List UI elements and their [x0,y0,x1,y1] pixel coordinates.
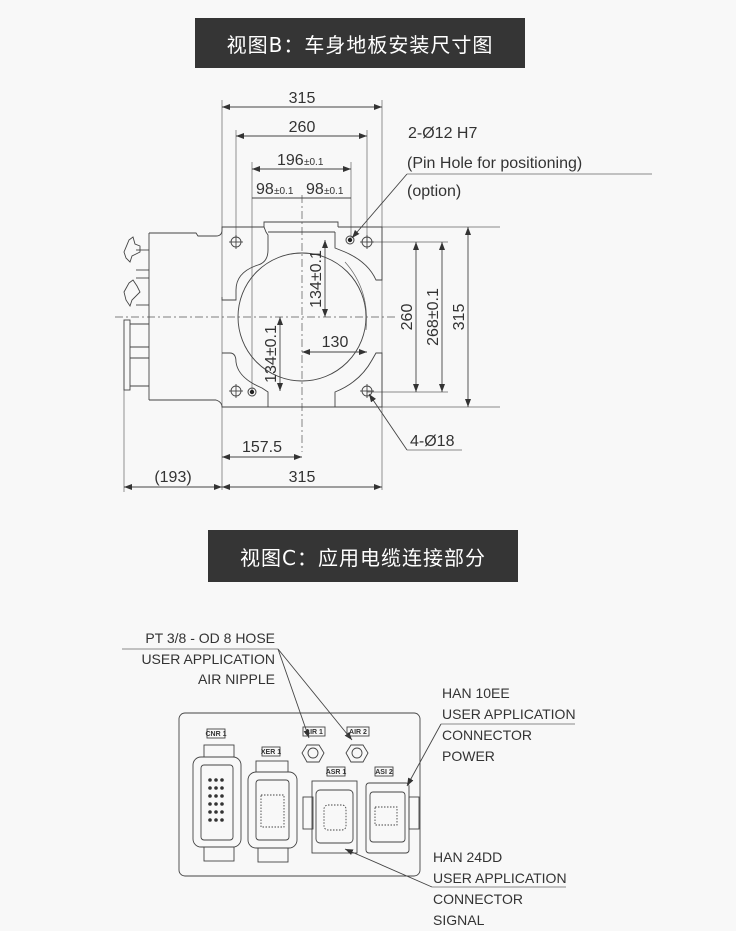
section-title-view-c: 视图C：应用电缆连接部分 [208,530,518,582]
label-asi2: ASI 2 [375,769,393,776]
pin-hole-spec: 2-Ø12 H7 [408,125,477,142]
dim-130: 130 [322,334,349,351]
section-title-view-b: 视图B：车身地板安装尺寸图 [195,18,525,68]
connector-asr1 [302,766,358,854]
dim-196-tolerance: ±0.1 [304,157,324,168]
label-air1: AIR 1 [305,729,323,736]
mounting-holes [229,235,374,398]
air-nipple-callout: PT 3/8 - OD 8 HOSE USER APPLICATION AIR … [122,630,353,741]
dimension-lines [124,104,471,490]
air-note-line-1: PT 3/8 - OD 8 HOSE [145,630,275,646]
dim-98-left-value: 98 [256,181,274,198]
power-note-line-3: CONNECTOR [442,727,532,743]
dim-196: 196 ±0.1 [277,152,324,169]
power-note-line-2: USER APPLICATION [442,706,576,722]
dim-98-left-tolerance: ±0.1 [274,186,294,197]
pin-hole-description: (Pin Hole for positioning) [407,155,582,172]
signal-connector-callout: HAN 24DD USER APPLICATION CONNECTOR SIGN… [344,848,567,928]
dim-157-5: 157.5 [242,439,282,456]
dim-bottom-315: 315 [289,469,316,486]
air-nipple-2 [345,726,370,763]
side-cable-connectors [123,236,149,391]
dim-196-value: 196 [277,152,304,169]
power-connector-callout: HAN 10EE USER APPLICATION CONNECTOR POWE… [406,685,576,787]
dim-height-315: 315 [451,304,468,331]
floor-mount-drawing: 315 260 196 ±0.1 98 ±0.1 98 ±0.1 134±0.1… [115,90,652,492]
label-air2: AIR 2 [349,729,367,736]
pin-hole-option: (option) [407,183,461,200]
signal-note-line-3: CONNECTOR [433,891,523,907]
cable-connection-drawing: PT 3/8 - OD 8 HOSE USER APPLICATION AIR … [122,630,576,928]
dim-height-268: 268±0.1 [425,288,442,346]
pin-holes [247,235,355,397]
connector-cnr1 [192,728,242,862]
base-plate-outline [148,221,383,408]
dim-98-right: 98 ±0.1 [306,181,344,198]
dim-98-right-value: 98 [306,181,324,198]
bolt-hole-callout: 4-Ø18 [368,393,462,451]
power-note-line-4: POWER [442,748,495,764]
pin-hole-callout: 2-Ø12 H7 (Pin Hole for positioning) (opt… [351,125,652,239]
dim-height-260: 260 [399,304,416,331]
dim-width-260: 260 [289,119,316,136]
connector-asi2 [365,766,420,854]
air-note-line-3: AIR NIPPLE [198,671,275,687]
air-note-line-2: USER APPLICATION [141,651,275,667]
signal-note-line-2: USER APPLICATION [433,870,567,886]
connector-panel [178,712,421,877]
connector-xer1 [247,746,298,863]
label-asr1: ASR 1 [326,769,347,776]
dim-98-left: 98 ±0.1 [256,181,294,198]
label-cnr1: CNR 1 [205,731,226,738]
dim-134-upper: 134±0.1 [308,250,325,308]
label-xer1: XER 1 [261,749,281,756]
power-note-line-1: HAN 10EE [442,685,510,701]
signal-note-line-4: SIGNAL [433,912,485,928]
bolt-hole-spec: 4-Ø18 [410,433,455,450]
dim-193: (193) [154,469,191,486]
dim-98-right-tolerance: ±0.1 [324,186,344,197]
dim-134-lower: 134±0.1 [263,325,280,383]
signal-note-line-1: HAN 24DD [433,849,502,865]
air-nipple-1 [301,726,326,763]
dim-width-315: 315 [289,90,316,107]
